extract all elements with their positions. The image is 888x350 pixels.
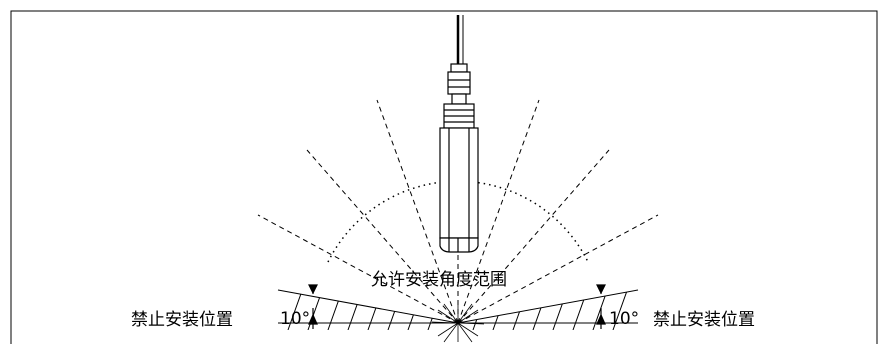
forbidden-label-right: 禁止安装位置: [653, 310, 755, 330]
allowed-range-label: 允许安装角度范围: [371, 270, 507, 290]
ph-sensor-probe-icon: [439, 15, 479, 253]
angle-arrow-right-icon: [596, 284, 606, 329]
angle-arrow-left-icon: [308, 284, 318, 329]
frame-border: [10, 10, 878, 344]
forbidden-label-left: 禁止安装位置: [131, 310, 233, 330]
forbidden-angle-left: 10°: [280, 309, 310, 329]
forbidden-angle-right: 10°: [609, 309, 639, 329]
pivot-burst: [431, 300, 485, 343]
